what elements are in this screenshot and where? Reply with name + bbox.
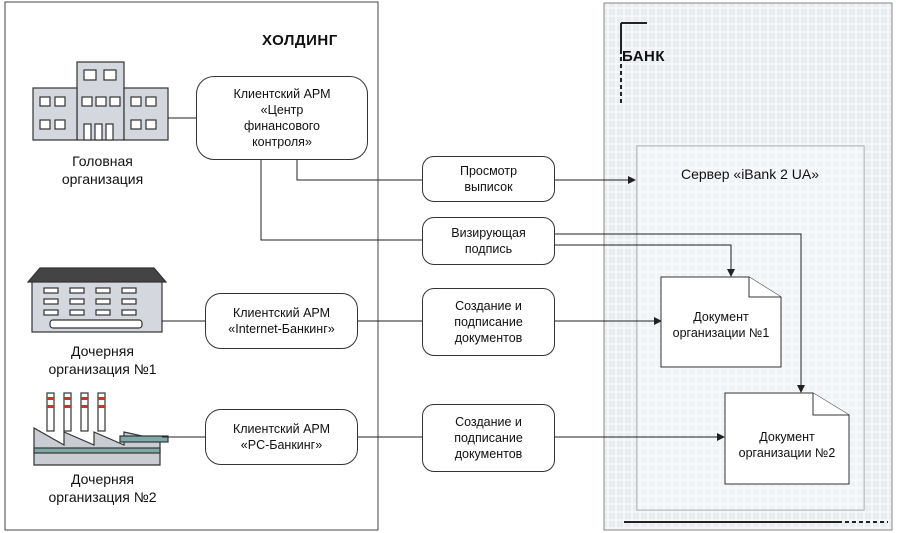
arm-fin-control-node: Клиентский АРМ «Центр финансового контро… — [196, 76, 368, 160]
server-label: Сервер «iBank 2 UA» — [680, 166, 820, 182]
bank-title: БАНК — [622, 48, 666, 65]
doc-1-shape — [660, 276, 782, 368]
doc-2-label: Документ организации №2 — [738, 430, 836, 460]
head-office-building-icon — [32, 61, 169, 141]
subsidiary-1-building-icon — [26, 267, 168, 333]
sub-org-2-label: Дочерняя организация №2 — [48, 471, 157, 505]
link-arm-to-view — [296, 160, 422, 181]
head-org-label: Головная организация — [61, 153, 144, 187]
create-sign-node-2: Создание и подписание документов — [422, 404, 555, 472]
arm-pc-banking-node: Клиентский АРМ «PC-Банкинг» — [205, 409, 358, 465]
holding-title: ХОЛДИНГ — [262, 32, 338, 49]
arrow-approval-to-doc1 — [555, 244, 735, 277]
create-sign-node-1: Создание и подписание документов — [422, 288, 555, 356]
arrow-approval-to-doc2 — [555, 233, 805, 393]
subsidiary-2-factory-icon — [33, 392, 169, 466]
doc-1-label: Документ организации №1 — [672, 310, 770, 340]
approval-signature-node: Визирующая подпись — [422, 217, 555, 265]
link-arm-to-approval — [260, 160, 422, 241]
doc-2-shape — [724, 392, 850, 485]
sub-org-1-label: Дочерняя организация №1 — [48, 343, 157, 377]
arm-internet-banking-node: Клиентский АРМ «Internet-Банкинг» — [205, 293, 358, 349]
view-statements-node: Просмотр выписок — [422, 156, 555, 202]
